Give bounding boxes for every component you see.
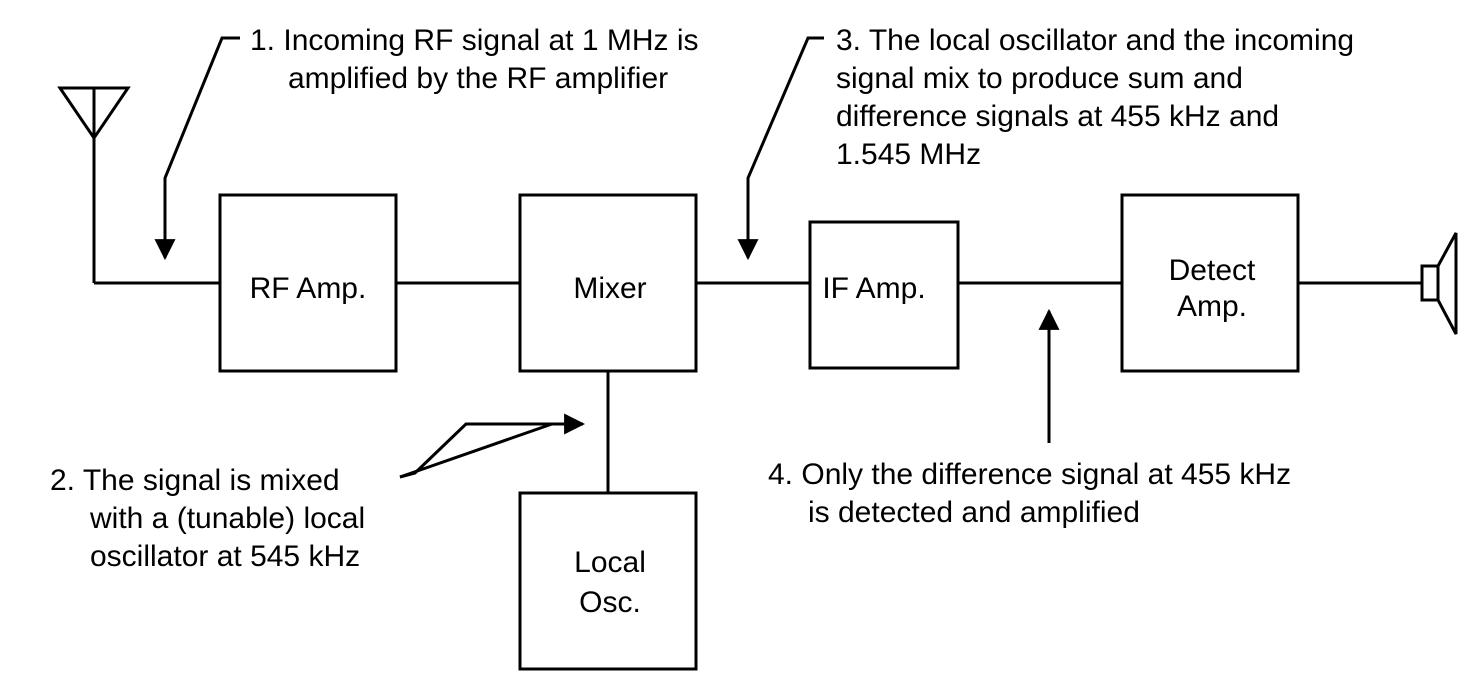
text-line: IF Amp. — [822, 272, 925, 305]
local-osc-block — [518, 491, 698, 671]
rf-amp-label: RF Amp. — [250, 272, 367, 305]
text-line: 4. Only the difference signal at 455 kHz — [768, 458, 1291, 491]
if-amp-block — [808, 220, 960, 370]
step2-annotation: 2. The signal is mixed with a (tunable) l… — [50, 464, 365, 573]
text-line: Mixer — [573, 272, 646, 305]
step2-arrow — [399, 413, 586, 479]
text-line: Osc. — [579, 586, 641, 619]
step3-annotation: 3. The local oscillator and the incoming… — [836, 24, 1354, 171]
text-line: amplified by the RF amplifier — [288, 62, 668, 95]
step4-annotation: 4. Only the difference signal at 455 kHz… — [768, 458, 1291, 529]
step3-arrow — [737, 36, 824, 261]
signal-wires — [94, 281, 1422, 493]
text-line: 2. The signal is mixed — [50, 464, 340, 497]
text-line: difference signals at 455 kHz and — [836, 100, 1279, 133]
text-line: Amp. — [1177, 290, 1247, 323]
if-amp-label: IF Amp. — [822, 272, 925, 305]
text-line: 3. The local oscillator and the incoming — [836, 24, 1354, 57]
text-line: oscillator at 545 kHz — [90, 540, 360, 573]
text-line: signal mix to produce sum and — [836, 62, 1243, 95]
text-line: is detected and amplified — [808, 496, 1140, 529]
rf-amp-block — [218, 193, 398, 373]
speaker-icon — [1420, 232, 1458, 335]
mixer-label: Mixer — [573, 272, 646, 305]
text-line: Detect — [1169, 254, 1256, 287]
mixer-block — [518, 193, 698, 373]
antenna-icon — [57, 86, 131, 283]
text-line: with a (tunable) local — [89, 502, 365, 535]
detect-amp-block — [1120, 193, 1300, 373]
text-line: 1.545 MHz — [836, 138, 981, 171]
text-line: 1. Incoming RF signal at 1 MHz is — [250, 24, 699, 57]
text-line: RF Amp. — [250, 272, 367, 305]
step1-annotation: 1. Incoming RF signal at 1 MHz is amplifi… — [250, 24, 699, 95]
text-line: Local — [574, 546, 646, 579]
step1-arrow — [154, 36, 240, 261]
